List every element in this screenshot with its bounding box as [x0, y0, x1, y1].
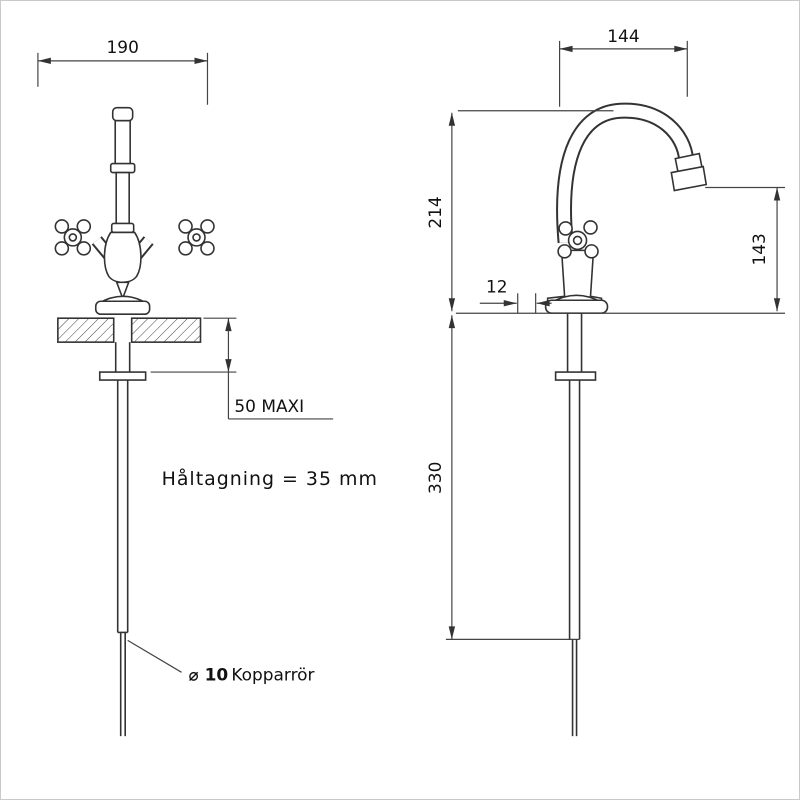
gooseneck-spout [556, 102, 708, 244]
dim-front-width-label: 190 [107, 37, 139, 57]
countertop [57, 317, 202, 343]
base-flange [94, 300, 151, 316]
dim-spout-height-label: 214 [425, 196, 445, 228]
pipe-callout: ⌀ 10 Kopparrör [127, 639, 315, 684]
dim-outlet-height-label: 143 [749, 233, 769, 265]
dim-spout-height: 214 [425, 110, 614, 312]
mounting-nut [98, 371, 147, 381]
side-undercounter [554, 313, 597, 737]
side-view: 144 [425, 26, 786, 737]
dim-outlet-height: 143 [705, 186, 786, 312]
side-mounting-nut [554, 371, 597, 381]
front-undercounter [98, 342, 147, 737]
side-base-flange [544, 299, 609, 315]
dim-pipe-length-label: 330 [425, 462, 445, 494]
dim-max-deck: 50 MAXI [150, 317, 334, 420]
dim-front-width: 190 [37, 37, 209, 105]
aerator [670, 165, 708, 192]
dim-flange-offset-label: 12 [486, 276, 508, 296]
dim-pipe-length: 330 [425, 315, 580, 640]
body-finial [115, 281, 130, 301]
dim-side-reach: 144 [559, 26, 688, 107]
hole-note-label: Håltagning = 35 mm [162, 467, 378, 490]
pipe-name-label: Kopparrör [231, 664, 314, 684]
front-view: 190 [37, 37, 378, 737]
dim-flange-offset: 12 [479, 276, 552, 314]
side-body [544, 220, 609, 315]
left-handle [54, 219, 92, 256]
side-handle [557, 220, 599, 259]
dim-side-reach-label: 144 [607, 26, 639, 46]
dim-max-deck-label: 50 MAXI [234, 396, 304, 416]
right-handle [178, 219, 215, 256]
front-faucet [54, 106, 215, 316]
pipe-diameter-label: ⌀ 10 [189, 664, 229, 684]
